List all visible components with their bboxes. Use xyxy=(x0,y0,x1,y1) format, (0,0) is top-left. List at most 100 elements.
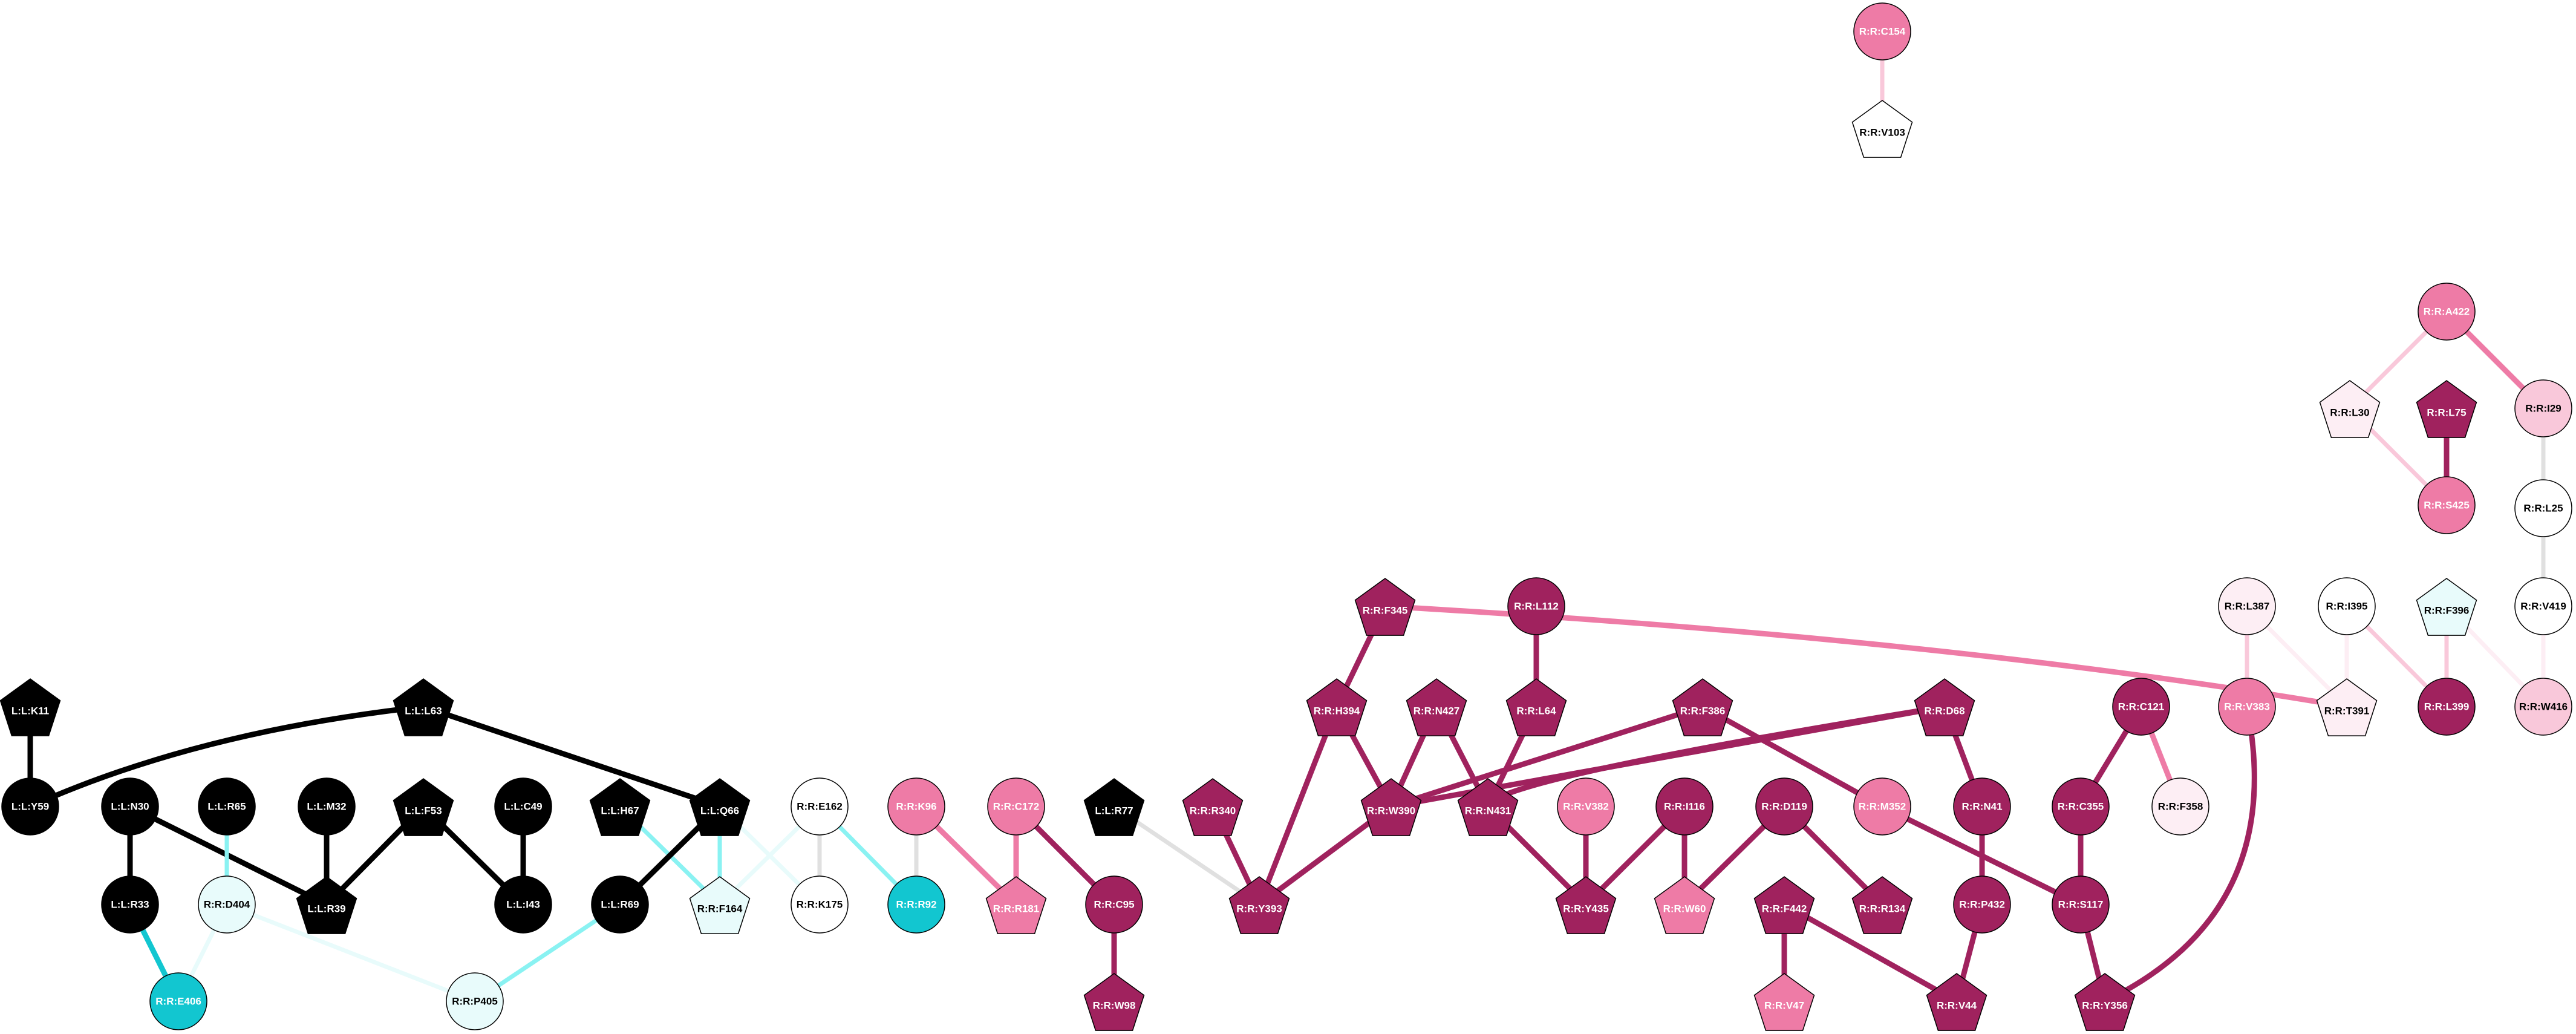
node-label: R:R:L25 xyxy=(2523,502,2563,514)
edge-LLR69-RRP405 xyxy=(472,902,622,1004)
node-label: R:R:F358 xyxy=(2158,800,2203,812)
node-r-r-d404: R:R:D404 xyxy=(198,875,256,934)
pentagon-node-shape xyxy=(2074,973,2136,1031)
circle-node-shape xyxy=(1853,2,1911,61)
node-r-r-y356: R:R:Y356 xyxy=(2074,973,2136,1031)
node-r-r-w416: R:R:W416 xyxy=(2514,678,2572,736)
node-label: R:R:L387 xyxy=(2225,600,2270,612)
node-r-r-f345: R:R:F345 xyxy=(1354,578,1416,636)
node-label: L:L:M32 xyxy=(307,800,346,812)
node-label: R:R:R181 xyxy=(993,903,1040,914)
node-label: R:R:R134 xyxy=(1859,903,1906,914)
node-label: R:R:C154 xyxy=(1859,25,1906,37)
node-r-r-r181: R:R:R181 xyxy=(985,876,1047,934)
node-r-r-c121: R:R:C121 xyxy=(2112,678,2170,736)
node-r-r-v47: R:R:V47 xyxy=(1753,973,1815,1031)
pentagon-node-shape xyxy=(985,876,1047,934)
pentagon-node-shape xyxy=(1182,778,1244,836)
pentagon-node-shape xyxy=(393,678,454,736)
edge-RRH394-RRY393 xyxy=(1256,704,1340,908)
node-label: R:R:F442 xyxy=(1762,903,1807,914)
circle-node-shape xyxy=(1755,777,1813,836)
circle-node-shape xyxy=(101,875,159,934)
circle-node-shape xyxy=(1507,577,1565,635)
node-r-r-n427: R:R:N427 xyxy=(1406,678,1467,736)
node-r-r-r134: R:R:R134 xyxy=(1851,876,1913,934)
node-label: R:R:L399 xyxy=(2424,701,2470,712)
node-label: R:R:E406 xyxy=(155,995,201,1007)
node-label: R:R:V382 xyxy=(1563,800,1609,812)
node-r-r-f164: R:R:F164 xyxy=(689,876,751,934)
node-r-r-i116: R:R:I116 xyxy=(1655,777,1714,836)
edge-layer xyxy=(27,29,2546,1004)
node-label: R:R:D119 xyxy=(1761,800,1807,812)
circle-node-shape xyxy=(2052,777,2110,836)
circle-node-shape xyxy=(2151,777,2209,836)
node-l-l-k11: L:L:K11 xyxy=(0,678,61,736)
node-r-r-y435: R:R:Y435 xyxy=(1555,876,1617,934)
node-label: R:R:T391 xyxy=(2324,705,2370,716)
node-r-r-l387: R:R:L387 xyxy=(2218,577,2276,635)
node-label: R:R:W60 xyxy=(1663,903,1706,914)
node-label: R:R:K96 xyxy=(896,800,936,812)
node-r-r-m352: R:R:M352 xyxy=(1853,777,1911,836)
node-label: L:L:R39 xyxy=(307,903,345,914)
node-r-r-v44: R:R:V44 xyxy=(1926,973,1987,1031)
node-label: R:R:I29 xyxy=(2525,402,2561,414)
pentagon-node-shape xyxy=(1228,876,1290,934)
circle-node-shape xyxy=(591,875,649,934)
pentagon-node-shape xyxy=(689,778,751,836)
node-label: R:R:N427 xyxy=(1414,705,1460,716)
pentagon-node-shape xyxy=(1360,778,1422,836)
node-r-r-s117: R:R:S117 xyxy=(2052,875,2110,934)
node-label: R:R:R92 xyxy=(896,898,936,910)
node-r-r-l112: R:R:L112 xyxy=(1507,577,1565,635)
node-label: L:L:N30 xyxy=(111,800,149,812)
node-r-r-h394: R:R:H394 xyxy=(1306,678,1368,736)
node-label: R:R:R340 xyxy=(1190,805,1236,816)
circle-node-shape xyxy=(1655,777,1714,836)
node-r-r-a422: R:R:A422 xyxy=(2418,283,2476,341)
node-label: R:R:W416 xyxy=(2519,701,2568,712)
node-label: R:R:C355 xyxy=(2058,800,2104,812)
circle-node-shape xyxy=(298,777,356,836)
node-r-r-i29: R:R:I29 xyxy=(2514,379,2572,437)
node-r-r-p432: R:R:P432 xyxy=(1953,875,2011,934)
node-r-r-k96: R:R:K96 xyxy=(887,777,945,836)
circle-node-shape xyxy=(2514,678,2572,736)
pentagon-node-shape xyxy=(1306,678,1368,736)
circle-node-shape xyxy=(101,777,159,836)
circle-node-shape xyxy=(1853,777,1911,836)
node-l-l-q66: L:L:Q66 xyxy=(689,778,751,836)
node-label: R:R:I395 xyxy=(2326,600,2368,612)
edge-RRF386-RRM352 xyxy=(1700,704,1885,810)
circle-node-shape xyxy=(149,972,207,1030)
circle-node-shape xyxy=(2418,678,2476,736)
node-r-r-l64: R:R:L64 xyxy=(1505,678,1567,736)
node-l-l-n30: L:L:N30 xyxy=(101,777,159,836)
node-label: R:R:V103 xyxy=(1859,126,1905,138)
node-label: R:R:F345 xyxy=(1363,604,1408,616)
node-r-r-c154: R:R:C154 xyxy=(1853,2,1911,61)
node-r-r-v383: R:R:V383 xyxy=(2218,678,2276,736)
pentagon-node-shape xyxy=(1354,578,1416,636)
node-label: R:R:V44 xyxy=(1937,1000,1977,1011)
circle-node-shape xyxy=(2418,476,2476,534)
pentagon-node-shape xyxy=(2316,678,2378,736)
node-r-r-l75: R:R:L75 xyxy=(2416,380,2477,438)
node-r-r-w98: R:R:W98 xyxy=(1083,973,1145,1031)
circle-node-shape xyxy=(2218,678,2276,736)
circle-node-shape xyxy=(887,777,945,836)
node-r-r-y393: R:R:Y393 xyxy=(1228,876,1290,934)
edge-LLR77-RRY393 xyxy=(1112,804,1262,907)
circle-node-shape xyxy=(791,777,849,836)
node-label: R:R:F386 xyxy=(1680,705,1726,716)
node-r-r-v103: R:R:V103 xyxy=(1851,100,1913,158)
node-label: R:R:I116 xyxy=(1664,800,1705,812)
node-l-l-c49: L:L:C49 xyxy=(494,777,552,836)
circle-node-shape xyxy=(791,875,849,934)
node-r-r-f358: R:R:F358 xyxy=(2151,777,2209,836)
pentagon-node-shape xyxy=(1083,973,1145,1031)
circle-node-shape xyxy=(2218,577,2276,635)
